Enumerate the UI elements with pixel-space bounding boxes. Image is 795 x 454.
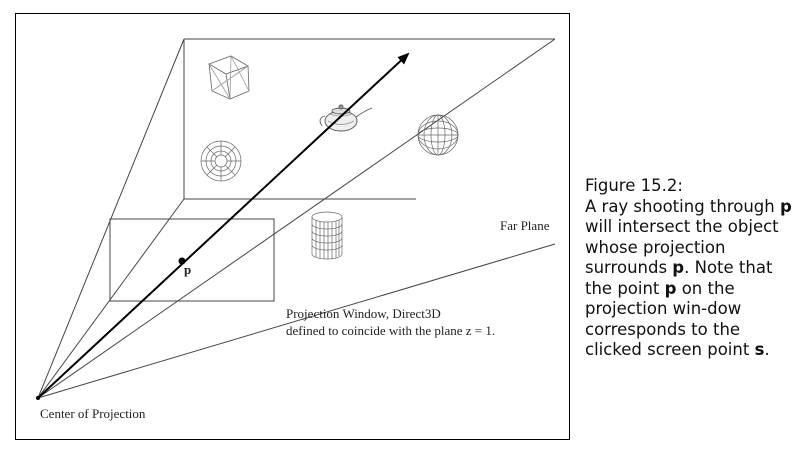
- caption-text: A ray shooting through: [585, 196, 780, 216]
- caption-text: .: [764, 340, 770, 359]
- torus-object: [200, 140, 242, 182]
- caption-bold-s: s: [754, 340, 765, 359]
- caption-text: . Note that the point: [585, 258, 773, 298]
- figure-caption: Figure 15.2: A ray shooting through p wi…: [585, 176, 795, 361]
- projection-window-label-line1: Projection Window, Direct3D: [286, 306, 441, 321]
- caption-bold-p: p: [780, 196, 792, 216]
- frustum-edge-bottom-right: [37, 243, 556, 399]
- cylinder-object: [311, 211, 343, 260]
- cube-object: [208, 55, 250, 100]
- caption-bold-p: p: [672, 258, 685, 277]
- caption-text: on the projection win-dow corresponds to…: [585, 278, 755, 360]
- center-of-projection-marker: [36, 396, 40, 400]
- center-of-projection-label: Center of Projection: [40, 406, 146, 421]
- far-plane-label: Far Plane: [500, 218, 550, 233]
- projection-window: [109, 218, 275, 302]
- caption-body: A ray shooting through p will intersect …: [585, 197, 795, 361]
- figure-frame: Far Plane p Projection Window, Direct3D …: [15, 13, 570, 440]
- projection-window-label-line2: defined to coincide with the plane z = 1…: [286, 323, 496, 338]
- point-p-marker: [178, 257, 186, 265]
- frustum-diagram: [36, 38, 556, 400]
- point-p-label: p: [184, 262, 192, 277]
- teapot-object: [319, 104, 373, 132]
- sphere-object: [417, 114, 459, 156]
- far-plane: [183, 38, 555, 200]
- caption-text: will intersect the object whose projecti…: [585, 217, 779, 277]
- caption-bold-p: p: [664, 278, 677, 298]
- frustum-edge-bottom-left: [37, 198, 185, 399]
- frustum-edge-top-right: [37, 38, 556, 399]
- ray-arrow: [37, 52, 410, 399]
- caption-title: Figure 15.2:: [585, 176, 683, 195]
